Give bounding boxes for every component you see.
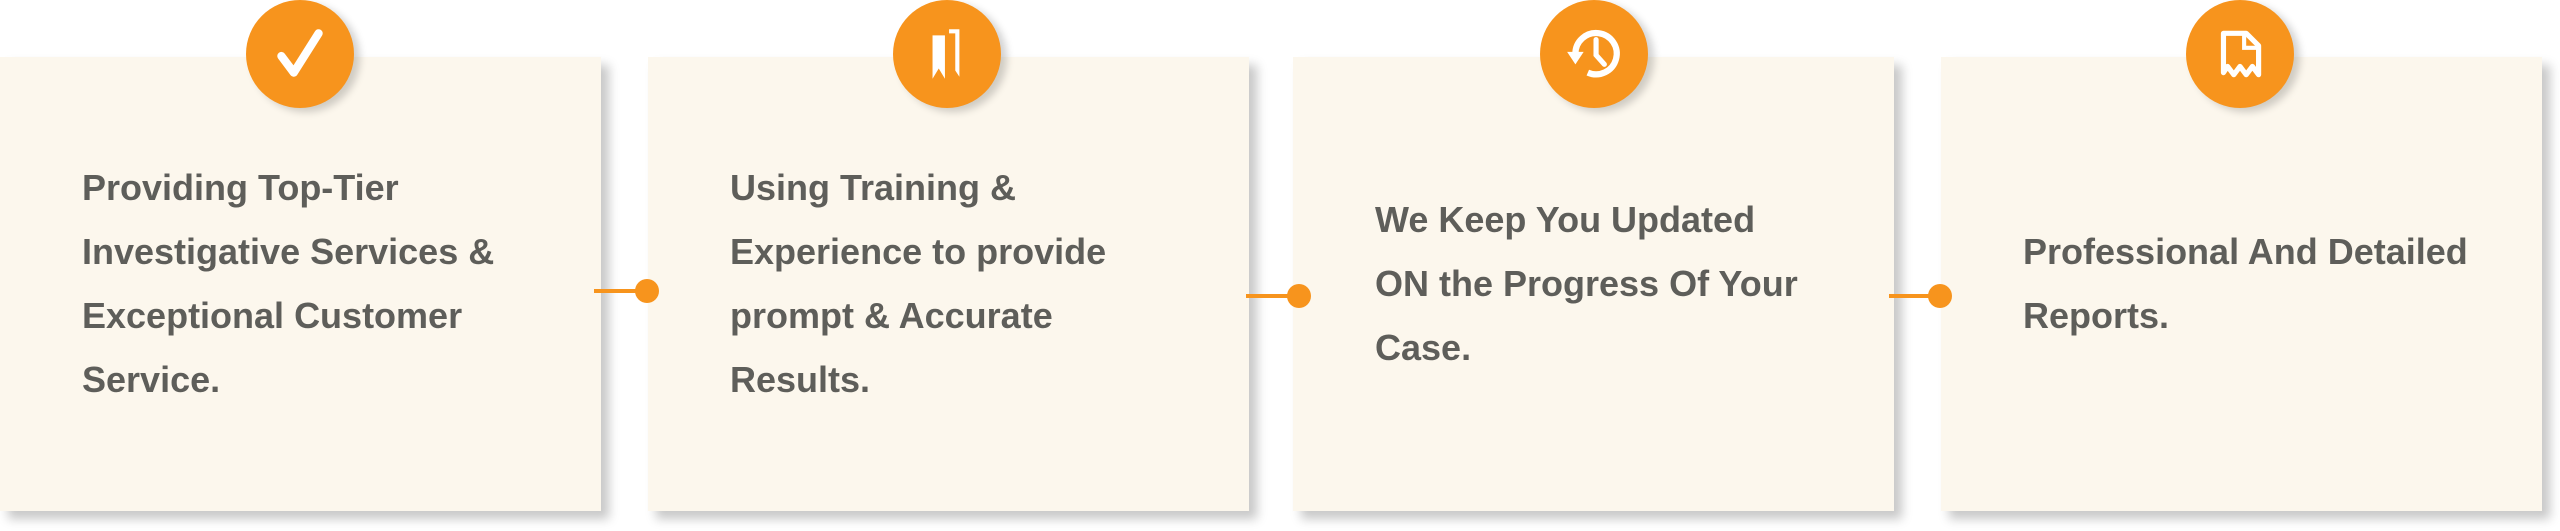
- bookmark-icon: [893, 0, 1001, 108]
- card-text-line: Reports.: [2023, 295, 2170, 336]
- card-text-line: prompt & Accurate: [730, 295, 1053, 336]
- feature-card-progress-updates: We Keep You Updated ON the Progress Of Y…: [1293, 57, 1894, 511]
- card-text-line: Exceptional Customer: [82, 295, 463, 336]
- card-text-line: Experience to provide: [730, 231, 1107, 272]
- history-clock-icon: [1540, 0, 1648, 108]
- card-text-line: Providing Top-Tier: [82, 167, 399, 208]
- card-text-line: ON the Progress Of Your: [1375, 263, 1798, 304]
- card-text-line: We Keep You Updated: [1375, 199, 1756, 240]
- card-text-line: Case.: [1375, 327, 1472, 368]
- connector-line: [594, 289, 644, 293]
- connector-dot: [1287, 284, 1311, 308]
- card-text-line: Professional And Detailed: [2023, 231, 2468, 272]
- checkmark-icon: [246, 0, 354, 108]
- connector-line: [1246, 294, 1296, 298]
- feature-card-detailed-reports: Professional And Detailed Reports.: [1941, 57, 2542, 511]
- report-document-icon: [2186, 0, 2294, 108]
- connector-dot: [1928, 284, 1952, 308]
- connector-dot: [635, 279, 659, 303]
- feature-card-training-experience: Using Training & Experience to provide p…: [648, 57, 1249, 511]
- card-text-line: Investigative Services &: [82, 231, 495, 272]
- card-text-line: Using Training &: [730, 167, 1017, 208]
- card-text-line: Results.: [730, 359, 871, 400]
- feature-card-top-tier-services: Providing Top-Tier Investigative Service…: [0, 57, 601, 511]
- card-text-line: Service.: [82, 359, 221, 400]
- connector-line: [1889, 294, 1939, 298]
